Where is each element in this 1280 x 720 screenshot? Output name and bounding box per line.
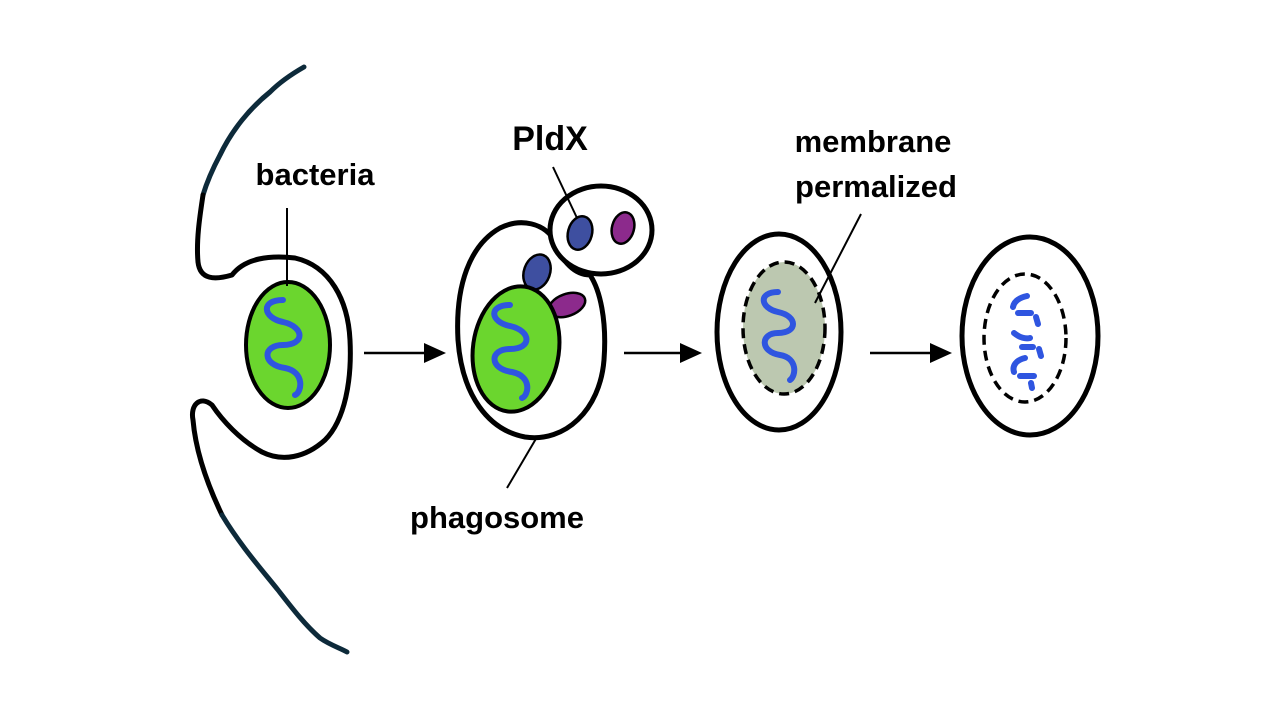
stage-permeabilized: membrane permalized — [714, 124, 957, 433]
dna-fragment — [1010, 355, 1028, 375]
bacterial-dna-3 — [760, 289, 798, 383]
dna-fragment — [1033, 314, 1041, 327]
stage-degraded — [959, 234, 1101, 438]
arrow-2-head — [680, 343, 702, 363]
membrane-label-line2: permalized — [795, 169, 957, 204]
phagosome-label: phagosome — [410, 500, 584, 535]
pldx-label: PldX — [512, 120, 588, 158]
fragmented-dna — [1010, 293, 1044, 391]
bacterial-dna-2 — [491, 302, 531, 401]
stage-uptake: bacteria — [189, 64, 376, 655]
dna-fragment — [1028, 380, 1035, 391]
arrow-1-head — [424, 343, 446, 363]
pldx-vesicle — [547, 183, 655, 277]
bacterial-ghost — [982, 272, 1068, 404]
dna-fragment — [1010, 293, 1030, 310]
arrow-3-head — [930, 343, 952, 363]
host-membrane-top — [200, 64, 307, 198]
pldx-protein-purple-vesicle — [610, 211, 636, 245]
host-membrane-cup — [189, 192, 353, 518]
pldx-protein-blue-vesicle — [566, 215, 594, 251]
dna-fragment — [1036, 346, 1044, 359]
bacteria-label: bacteria — [256, 157, 376, 192]
phagosome-pointer-line — [506, 436, 538, 489]
membrane-label-line1: membrane — [795, 124, 952, 159]
host-membrane-bottom — [219, 512, 350, 655]
permeabilized-bacterium — [741, 260, 827, 396]
bacterial-dna — [263, 297, 304, 398]
dna-fragment — [1011, 330, 1033, 342]
stage-phagosome-fusion: PldX phagosome — [410, 120, 655, 535]
membrane-pointer-line — [814, 213, 862, 304]
pldx-pointer-line — [552, 166, 578, 219]
